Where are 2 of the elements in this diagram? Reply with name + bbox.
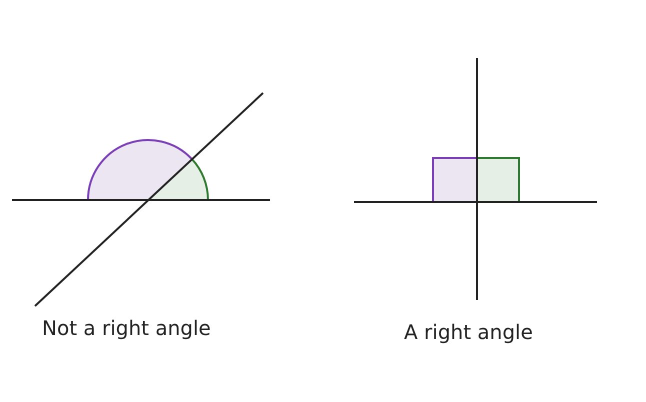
- caption-text: A right angle: [404, 320, 533, 344]
- caption-text: Not a right angle: [42, 316, 211, 340]
